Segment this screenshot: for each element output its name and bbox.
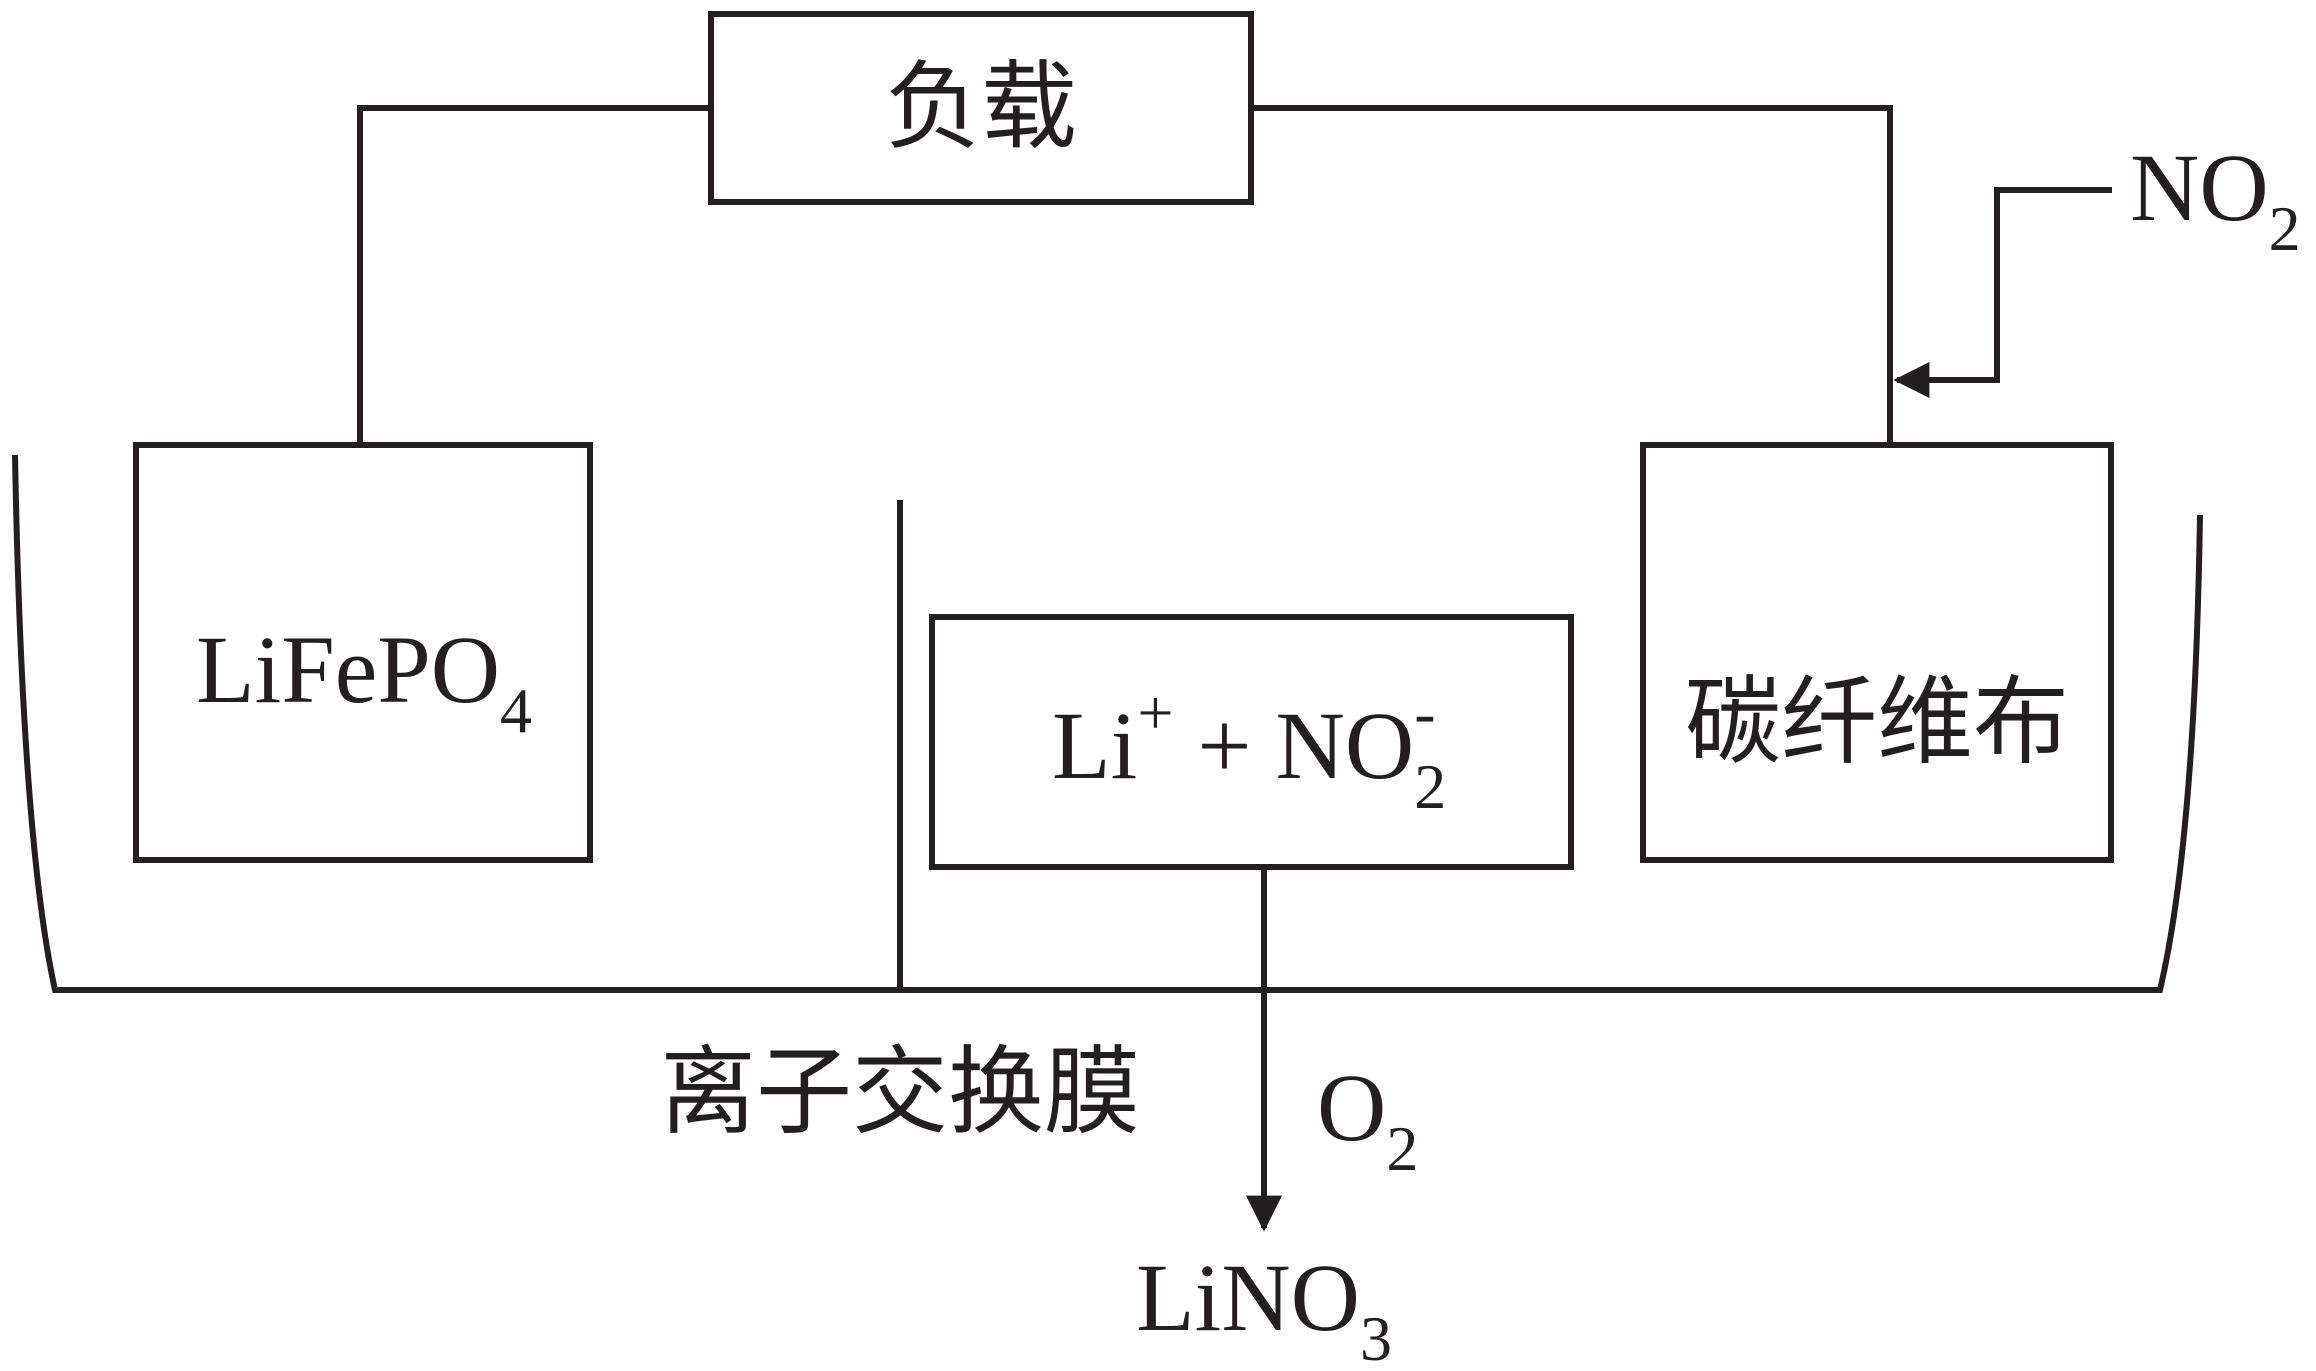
wire-right — [1251, 105, 1893, 445]
electrolyte-li-sup: + — [1137, 677, 1173, 748]
electrolyte-box — [929, 614, 1574, 870]
electrolyte-li: Li — [1052, 692, 1137, 799]
product-label: LiNO3 — [1136, 1244, 1392, 1371]
wire-left — [357, 105, 711, 445]
anode-subscript: 4 — [500, 675, 532, 746]
electrolyte-superscript: - — [1414, 677, 1435, 748]
gas-inlet-arrow — [1893, 187, 2112, 398]
electrolyte-label: Li+ + NO2- — [1052, 677, 1446, 822]
cathode-box — [1640, 442, 2114, 863]
anode-label: LiFePO4 — [196, 616, 532, 746]
electrolyte-subscript: 2 — [1414, 751, 1446, 822]
oxygen-label: O2 — [1317, 1054, 1418, 1184]
cathode-label: 碳纤维布 — [1685, 669, 2069, 776]
gas-in-label: NO2 — [2130, 134, 2301, 264]
load-label: 负载 — [885, 54, 1077, 161]
product-subscript: 3 — [1360, 1303, 1392, 1371]
cell-container — [12, 454, 2203, 993]
gas-in-subscript: 2 — [2269, 193, 2301, 264]
membrane-label: 离子交换膜 — [660, 1039, 1140, 1146]
oxygen-formula: O — [1317, 1054, 1386, 1161]
load-box — [708, 11, 1254, 205]
anode-box — [133, 442, 593, 863]
oxygen-subscript: 2 — [1386, 1113, 1418, 1184]
anode-formula: LiFePO — [196, 616, 500, 723]
product-formula: LiNO — [1136, 1244, 1360, 1351]
electrolyte-no: + NO — [1173, 692, 1414, 799]
gas-in-formula: NO — [2130, 134, 2269, 241]
